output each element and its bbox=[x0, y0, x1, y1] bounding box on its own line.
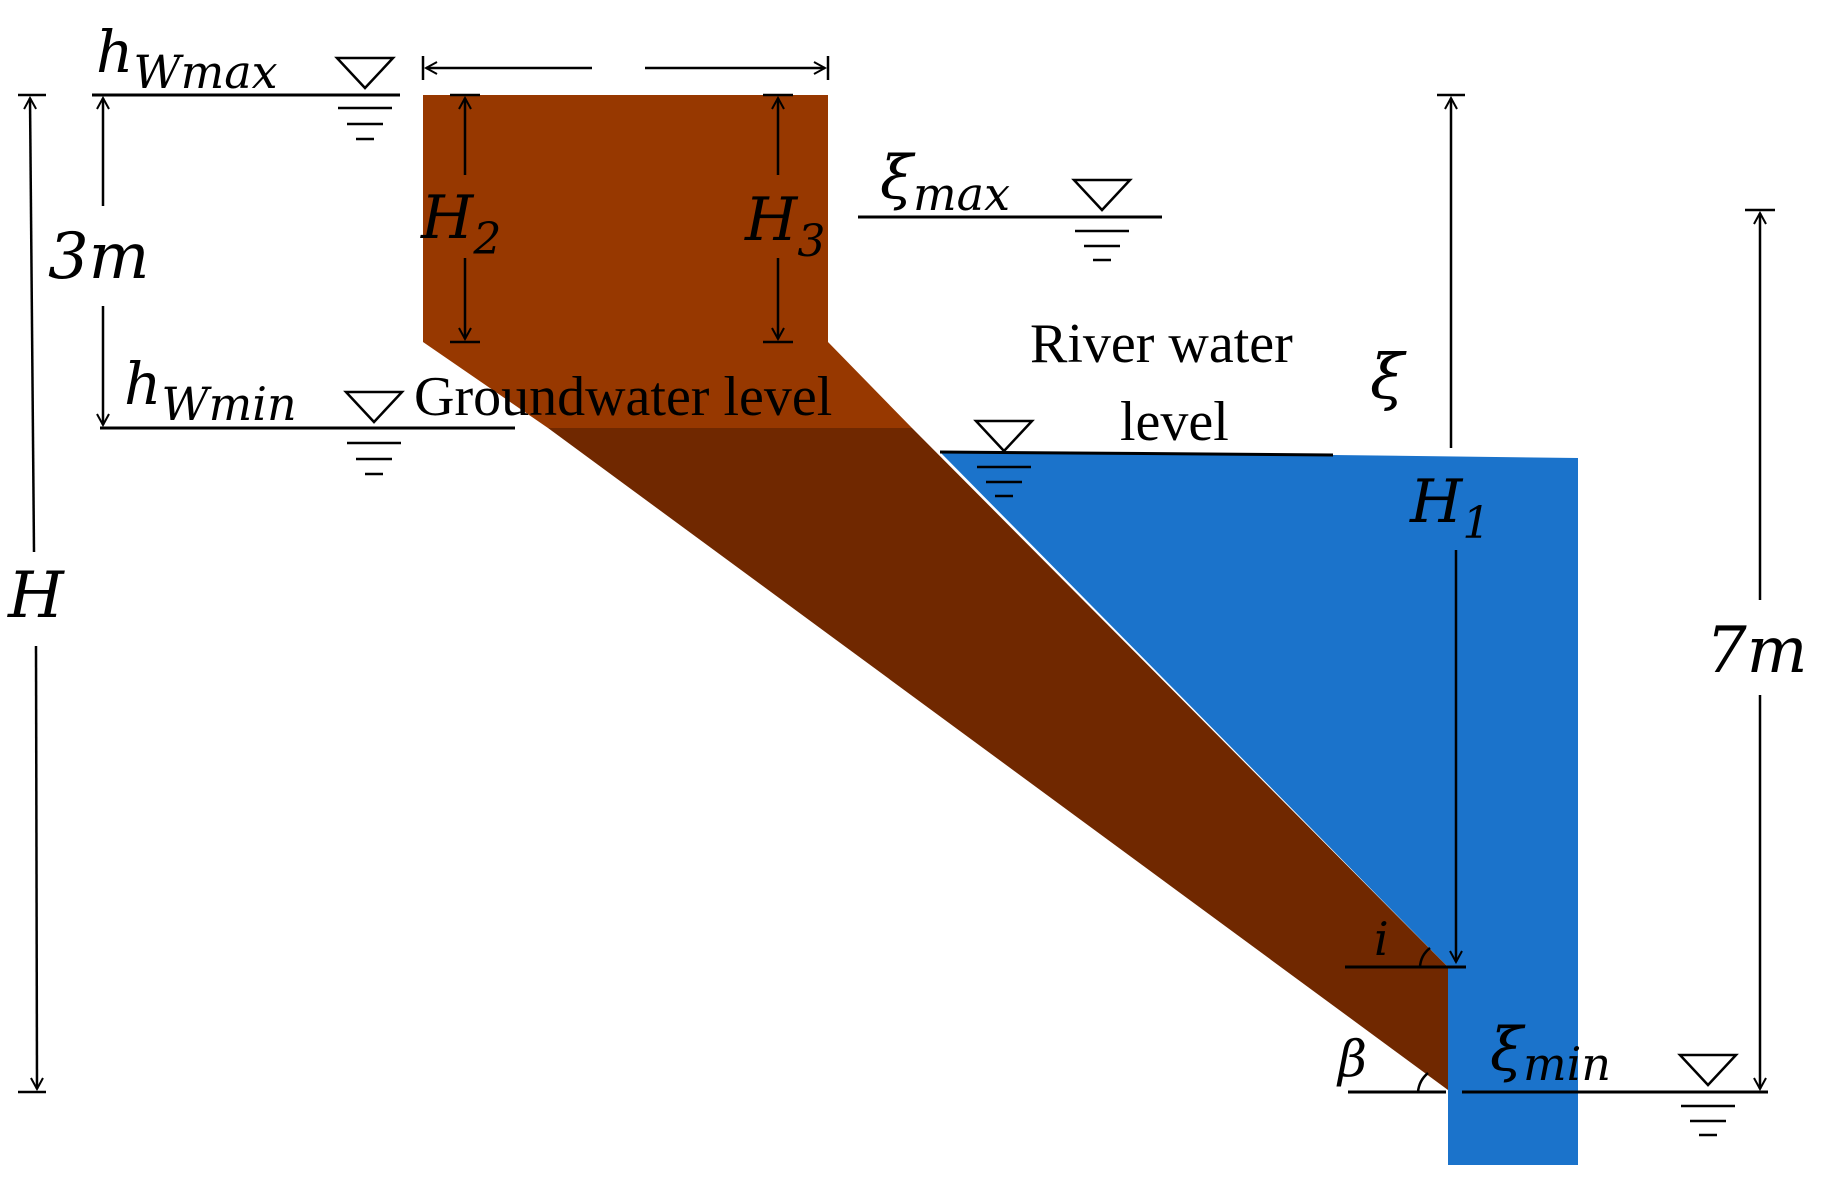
embankment-slope bbox=[548, 428, 1448, 1090]
h3-label: H3 bbox=[744, 185, 825, 267]
h2-label: H2 bbox=[420, 183, 501, 265]
h3-dimension bbox=[763, 93, 793, 344]
h1-dimension bbox=[1437, 93, 1465, 962]
xi-min-label: ξmin bbox=[1490, 1015, 1611, 1091]
angle-i-arc bbox=[1418, 947, 1431, 968]
seven-m-label: 7m bbox=[1706, 614, 1807, 688]
groundwater-level-label: Groundwater level bbox=[414, 366, 832, 428]
total-height-dimension bbox=[18, 93, 46, 1094]
seven-meter-dimension bbox=[1745, 208, 1775, 1089]
embankment-crest bbox=[423, 95, 912, 428]
hw-max-label: hWmax bbox=[96, 18, 278, 99]
h2-dimension bbox=[450, 93, 480, 344]
total-height-label: H bbox=[7, 559, 65, 633]
water-level-triangle-icon bbox=[1677, 1053, 1739, 1137]
river-water-body bbox=[940, 452, 1578, 1165]
three-m-label: 3m bbox=[48, 220, 149, 294]
h1-label: H1 bbox=[1409, 467, 1490, 549]
hw-min-label: hWmin bbox=[124, 350, 297, 431]
water-level-triangle-icon bbox=[973, 419, 1035, 498]
water-level-triangle-icon bbox=[343, 390, 405, 476]
angle-beta-arc bbox=[1416, 1072, 1429, 1093]
water-level-triangle-icon bbox=[334, 56, 396, 141]
xi-label: ξ bbox=[1370, 340, 1407, 413]
river-water-level-line bbox=[939, 450, 1334, 457]
river-water-label: River water bbox=[1030, 313, 1293, 375]
angle-i-label: i bbox=[1374, 912, 1389, 966]
angle-beta-label: β bbox=[1336, 1030, 1367, 1088]
crest-width-dimension bbox=[421, 56, 830, 80]
river-water-label-line2: level bbox=[1120, 391, 1229, 453]
xi-max-label: ξmax bbox=[880, 143, 1010, 221]
water-level-triangle-icon bbox=[1071, 178, 1133, 262]
